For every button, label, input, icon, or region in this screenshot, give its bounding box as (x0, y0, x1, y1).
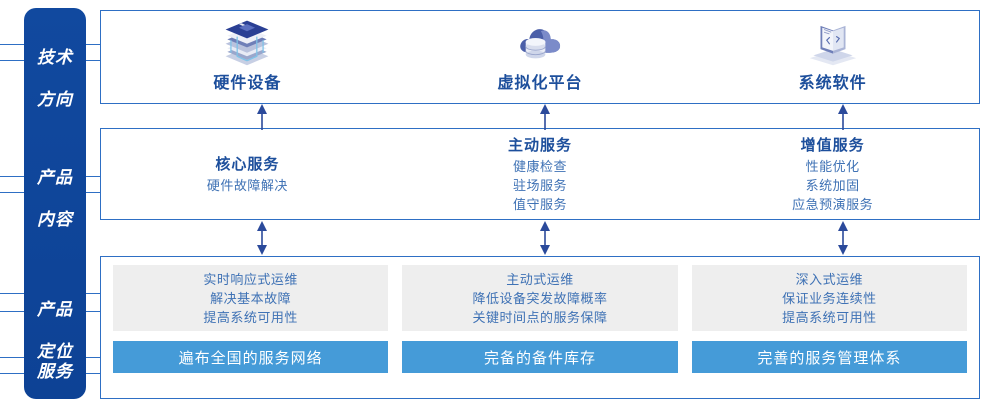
server-stack-icon (225, 20, 269, 66)
advantage-bar-spare-parts[interactable]: 完备的备件库存 (402, 341, 678, 373)
rail-label-line1: 产品 (37, 168, 73, 187)
content-column-proactive-service[interactable]: 主动服务 健康检查 驻场服务 值守服务 (394, 129, 687, 219)
arrow-up-software (838, 104, 848, 130)
content-item: 系统加固 (805, 177, 860, 193)
content-item: 性能优化 (805, 158, 860, 174)
content-item: 值守服务 (513, 196, 568, 212)
rail-label-line2: 定位 (37, 342, 73, 361)
left-rail (24, 8, 86, 399)
arrow-updown-core (257, 221, 267, 255)
arrow-up-virtualization (540, 104, 550, 130)
technology-direction-panel: 硬件设备 (100, 10, 980, 104)
advantage-bar-management-system[interactable]: 完善的服务管理体系 (691, 341, 967, 373)
technology-column-software[interactable]: 系统软件 (686, 11, 979, 103)
rail-label-line1: 服务 (37, 362, 73, 381)
bottom-inner: 实时响应式运维 解决基本故障 提高系统可用性 主动式运维 降低设备突发故障概率 … (101, 257, 979, 398)
product-content-row: 核心服务 硬件故障解决 主动服务 健康检查 驻场服务 值守服务 增值服务 性能优… (101, 129, 979, 219)
content-item: 驻场服务 (513, 177, 568, 193)
positioning-box-realtime[interactable]: 实时响应式运维 解决基本故障 提高系统可用性 (113, 265, 389, 331)
technology-row: 硬件设备 (101, 11, 979, 103)
advantage-row: 遍布全国的服务网络 完备的备件库存 完善的服务管理体系 (113, 341, 967, 373)
content-title: 增值服务 (800, 136, 865, 154)
laptop-code-icon (809, 25, 856, 66)
content-column-core-service[interactable]: 核心服务 硬件故障解决 (101, 129, 394, 219)
product-content-panel: 核心服务 硬件故障解决 主动服务 健康检查 驻场服务 值守服务 增值服务 性能优… (100, 128, 980, 220)
positioning-line: 降低设备突发故障概率 (472, 290, 608, 306)
positioning-line: 提高系统可用性 (203, 309, 298, 325)
positioning-line: 关键时间点的服务保障 (472, 309, 608, 325)
positioning-advantage-panel: 实时响应式运维 解决基本故障 提高系统可用性 主动式运维 降低设备突发故障概率 … (100, 256, 980, 399)
technology-label: 硬件设备 (213, 75, 282, 92)
rail-label-line2: 内容 (37, 210, 73, 229)
arrow-up-hardware (257, 104, 267, 130)
arrow-updown-value-added (838, 221, 848, 255)
positioning-line: 深入式运维 (795, 271, 864, 287)
content-item: 应急预演服务 (792, 196, 874, 212)
rail-item-product-positioning: 产品 定位 (24, 278, 86, 383)
technology-column-virtualization[interactable]: 虚拟化平台 (394, 11, 687, 103)
arrow-updown-proactive (540, 221, 550, 255)
technology-column-hardware[interactable]: 硬件设备 (101, 11, 394, 103)
rail-label-line1: 技术 (37, 48, 73, 67)
positioning-box-indepth[interactable]: 深入式运维 保证业务连续性 提高系统可用性 (691, 265, 967, 331)
content-item: 硬件故障解决 (206, 177, 288, 193)
positioning-line: 保证业务连续性 (782, 290, 877, 306)
rail-item-technology-direction: 技术 方向 (24, 26, 86, 131)
content-title: 主动服务 (508, 136, 573, 154)
content-column-value-added-service[interactable]: 增值服务 性能优化 系统加固 应急预演服务 (686, 129, 979, 219)
advantage-bar-service-network[interactable]: 遍布全国的服务网络 (113, 341, 389, 373)
technology-label: 虚拟化平台 (497, 75, 583, 92)
content-item: 健康检查 (513, 158, 568, 174)
positioning-line: 主动式运维 (506, 271, 574, 287)
rail-item-service-advantage: 服务 优势 (24, 340, 86, 407)
rail-label-line1: 产品 (37, 300, 73, 319)
positioning-row: 实时响应式运维 解决基本故障 提高系统可用性 主动式运维 降低设备突发故障概率 … (113, 265, 967, 331)
positioning-line: 实时响应式运维 (203, 271, 298, 287)
positioning-line: 提高系统可用性 (782, 309, 877, 325)
content-title: 核心服务 (215, 155, 280, 173)
rail-label-line2: 优势 (24, 403, 86, 407)
rail-label-line2: 方向 (37, 90, 73, 109)
cloud-database-icon (520, 29, 561, 59)
positioning-box-proactive[interactable]: 主动式运维 降低设备突发故障概率 关键时间点的服务保障 (402, 265, 678, 331)
positioning-line: 解决基本故障 (210, 290, 292, 306)
technology-label: 系统软件 (798, 75, 867, 92)
rail-item-product-content: 产品 内容 (24, 146, 86, 251)
